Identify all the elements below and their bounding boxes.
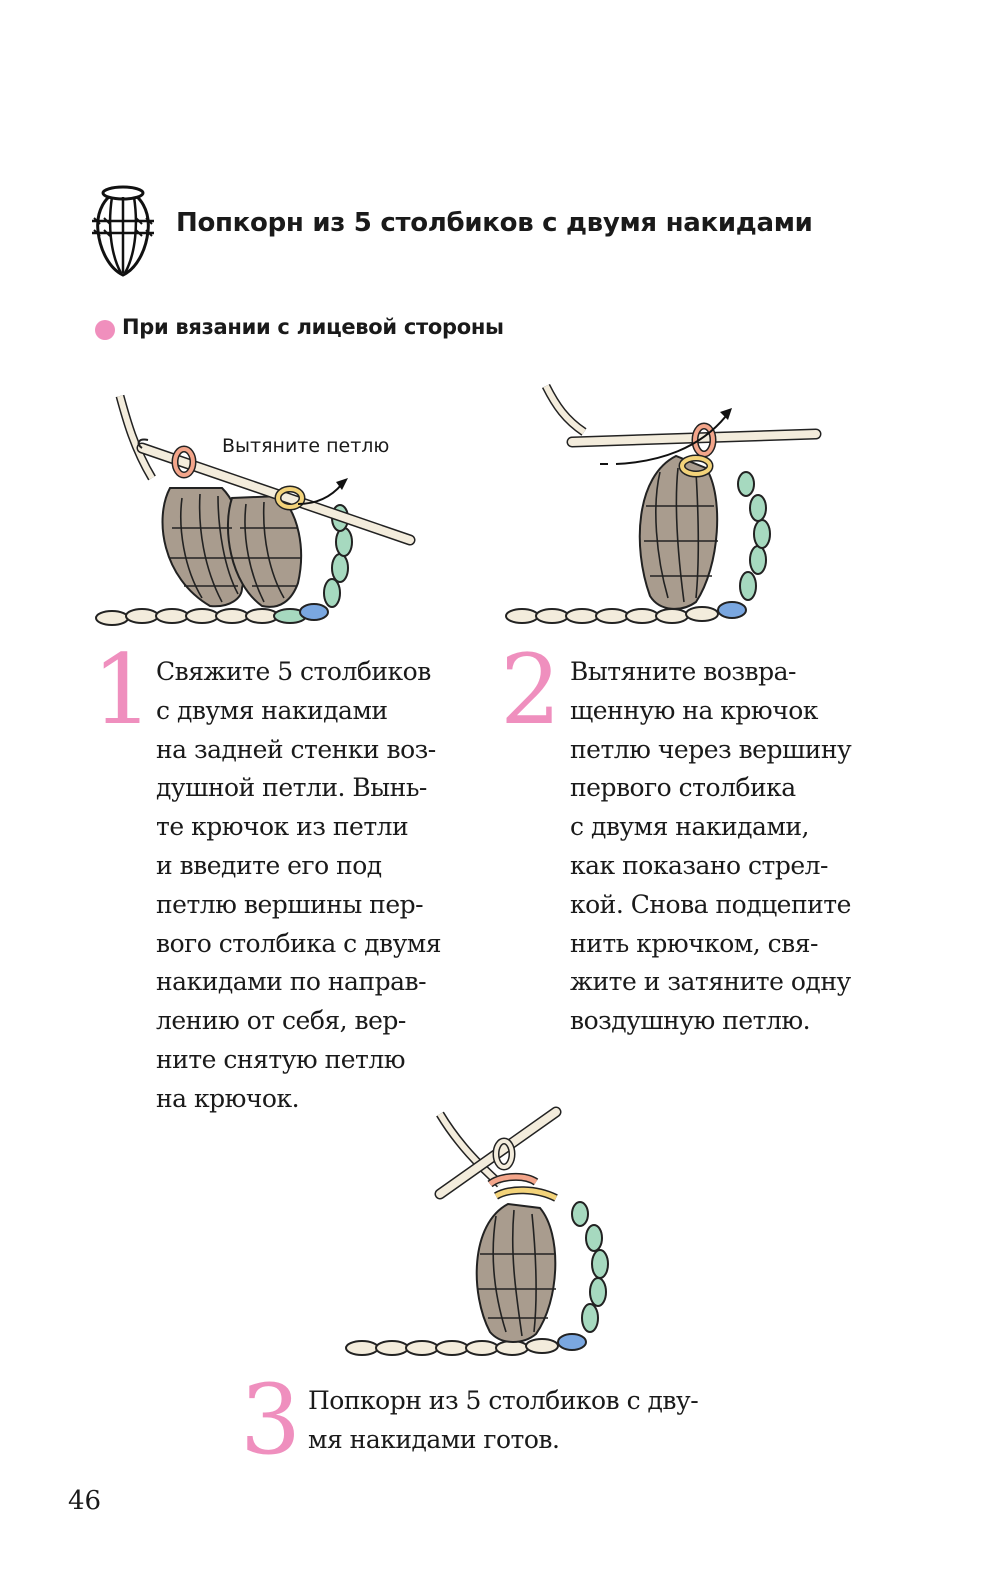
- step-2-line: как показано стрел-: [570, 850, 829, 880]
- step-1-illustration: [95, 394, 416, 626]
- step-1-line: Свяжите 5 столбиков: [156, 657, 431, 686]
- section-subtitle: При вязании с лицевой стороны: [122, 315, 504, 339]
- step-1-line: и введите его под: [156, 850, 382, 880]
- chain-base: [95, 603, 329, 626]
- step-3-illustration: [345, 1106, 609, 1356]
- step-2-line: петлю через вершину: [570, 734, 852, 764]
- step-1-number: 1: [92, 634, 154, 746]
- step-1-line: на крючок.: [156, 1083, 300, 1113]
- step-1-line: вого столбика с двумя: [156, 928, 442, 958]
- step-1-line: с двумя накидами: [156, 695, 388, 725]
- pull-loop-label: Вытяните петлю: [222, 435, 390, 457]
- step-3-line: мя накидами готов.: [308, 1424, 560, 1454]
- bullet-dot-icon: [95, 320, 115, 340]
- step-2-line: первого столбика: [570, 773, 796, 803]
- step-2-line: с двумя накидами,: [570, 812, 810, 842]
- step-3-number: 3: [240, 1364, 302, 1476]
- step-2-line: жите и затяните одну: [570, 967, 851, 997]
- step-1-text: Свяжите 5 столбиков с двумя накидами на …: [156, 653, 442, 1119]
- step-1-line: на задней стенки воз-: [156, 734, 436, 764]
- popcorn-stitch-symbol-icon: [92, 185, 154, 277]
- step-2-line: кой. Снова подцепите: [570, 889, 851, 919]
- step-3-text: Попкорн из 5 столбиков с дву- мя накидам…: [308, 1382, 699, 1460]
- step-2-line: щенную на крючок: [570, 695, 818, 725]
- step-2-text: Вытяните возвра- щенную на крючок петлю …: [570, 653, 852, 1041]
- step-1-line: те крючок из петли: [156, 812, 409, 842]
- step-1-line: накидами по направ-: [156, 967, 427, 997]
- step-2-illustration: [505, 383, 822, 624]
- step-1-line: душной петли. Вынь-: [156, 773, 427, 803]
- step-2-line: Вытяните возвра-: [570, 657, 796, 686]
- step-1-line: петлю вершины пер-: [156, 889, 424, 919]
- step-2-line: нить крючком, свя-: [570, 928, 818, 958]
- page-number: 46: [68, 1486, 102, 1516]
- step-2-line: воздушную петлю.: [570, 1006, 811, 1036]
- step-3-line: Попкорн из 5 столбиков с дву-: [308, 1386, 699, 1415]
- page-title: Попкорн из 5 столбиков с двумя накидами: [176, 208, 813, 238]
- step-1-line: лению от себя, вер-: [156, 1006, 406, 1036]
- step-2-number: 2: [500, 634, 562, 746]
- step-1-line: ните снятую петлю: [156, 1044, 406, 1074]
